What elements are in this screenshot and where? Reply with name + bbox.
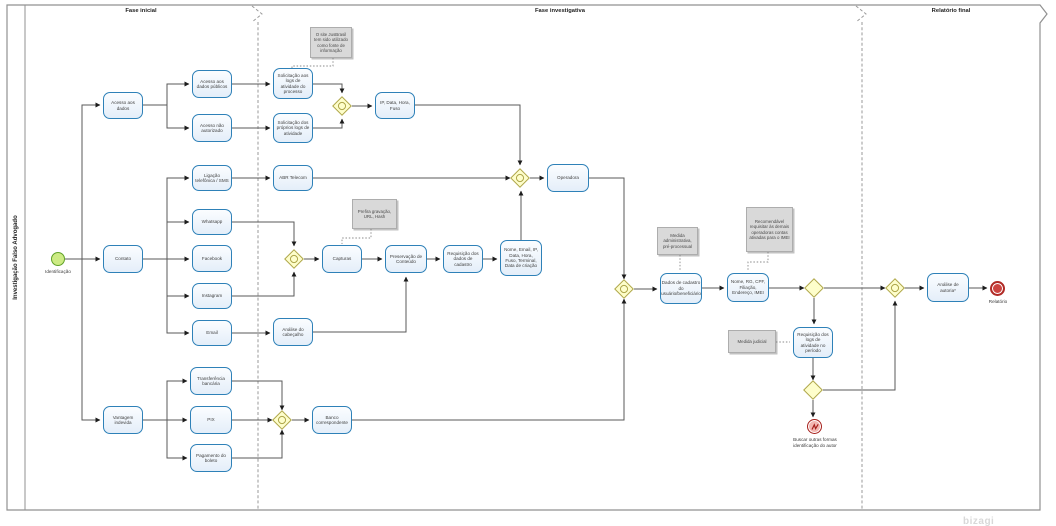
task-dados-cadastro-usuario[interactable]: Dados de cadastro do usuário/beneficiári… [660, 273, 702, 304]
error-event-label: Buscar outras formas identificação do au… [793, 437, 837, 448]
error-zigzag-icon [810, 422, 819, 430]
task-analise-cabecalho[interactable]: Análise do cabeçalho [273, 318, 313, 346]
task-ligacao-telefonica-sms[interactable]: Ligação telefônica / SMS [192, 165, 232, 191]
task-capturas[interactable]: Capturas [322, 245, 362, 273]
task-solicitacao-proprios-logs[interactable]: Solicitação dos próprios logs de ativida… [273, 113, 313, 143]
task-requisicao-logs-periodo[interactable]: Requisição dos logs de atividade no perí… [793, 327, 833, 358]
error-event-buscar-autor[interactable] [807, 419, 822, 434]
task-nome-email-ip-data[interactable]: Nome, Email, IP, Data, Hora, Fuso, Termi… [500, 240, 542, 276]
inclusive-gateway-analise[interactable] [885, 278, 905, 298]
task-acesso-nao-autorizado[interactable]: Acesso não autorizado [192, 114, 232, 142]
note-jusbrasil[interactable]: O site JusBrasil tem sido utilizado como… [310, 27, 352, 58]
task-transferencia-bancaria[interactable]: Transferência bancária [190, 367, 232, 395]
end-event-relatorio[interactable] [990, 281, 1005, 296]
task-ip-data-hora-fuso[interactable]: IP, Data, Hora, Fuso [375, 92, 415, 119]
inclusive-gateway-redes-sociais[interactable] [284, 249, 304, 269]
task-requisicao-dados-cadastro[interactable]: Requisição dos dados de cadastro [443, 245, 483, 273]
task-instagram[interactable]: Instagram [192, 283, 232, 309]
task-preservacao-conteudo[interactable]: Preservação de Conteúdo [385, 245, 427, 273]
inclusive-gateway-juncao-central[interactable] [614, 279, 634, 299]
phase-title-fase-investigativa: Fase investigativa [535, 8, 585, 14]
task-analise-autoria[interactable]: Análise de autoria* [927, 273, 969, 302]
task-facebook[interactable]: Facebook [192, 245, 232, 272]
note-medida-administrativa[interactable]: Medida administrativa, pré-processual [657, 227, 698, 255]
phase-title-fase-inicial: Fase inicial [125, 8, 157, 14]
start-event-identificacao[interactable] [51, 252, 65, 266]
task-email[interactable]: Email [192, 320, 232, 346]
note-recomendavel-imei[interactable]: Recomendável requisitar às demais operad… [746, 207, 793, 252]
task-banco-correspondente[interactable]: Banco correspondente [312, 406, 352, 434]
inclusive-gateway-operadora[interactable] [510, 168, 530, 188]
task-nome-rg-cpf[interactable]: Nome, RG, CPF, Filiação, Endereço, IMEI [727, 273, 769, 302]
phase-title-relatorio-final: Relatório final [931, 8, 971, 14]
end-event-label: Relatório [988, 299, 1008, 304]
exclusive-gateway-medida[interactable] [804, 278, 824, 298]
inclusive-gateway-logs[interactable] [332, 96, 352, 116]
task-operadora[interactable]: Operadora [547, 164, 589, 192]
task-abr-telecom[interactable]: ABR Telecom [273, 165, 313, 191]
task-acesso-dados-publicos[interactable]: Acesso aos dados públicos [192, 70, 232, 98]
task-acesso-aos-dados[interactable]: Acesso aos dados [103, 92, 143, 119]
start-event-label: Identificação [45, 269, 71, 274]
bizagi-watermark: bizagi [963, 516, 995, 526]
inclusive-gateway-pagamentos[interactable] [272, 410, 292, 430]
task-contato[interactable]: Contato [103, 245, 143, 273]
task-solicitacao-logs-processo[interactable]: Solicitação aos logs de atividade do pro… [273, 68, 313, 99]
note-prefira-gravacao[interactable]: Prefira gravação, URL, Hash [352, 199, 397, 229]
note-medida-judicial[interactable]: Medida judicial [728, 330, 776, 353]
task-pix[interactable]: PIX [190, 406, 232, 434]
exclusive-gateway-logs-periodo[interactable] [803, 380, 823, 400]
task-pagamento-boleto[interactable]: Pagamento do boleto [190, 444, 232, 472]
task-vantagem-indevida[interactable]: Vantagem indevida [103, 406, 143, 434]
task-whatsapp[interactable]: Whatsapp [192, 209, 232, 235]
pool-title: Investigação Falso Advogado [13, 215, 19, 300]
